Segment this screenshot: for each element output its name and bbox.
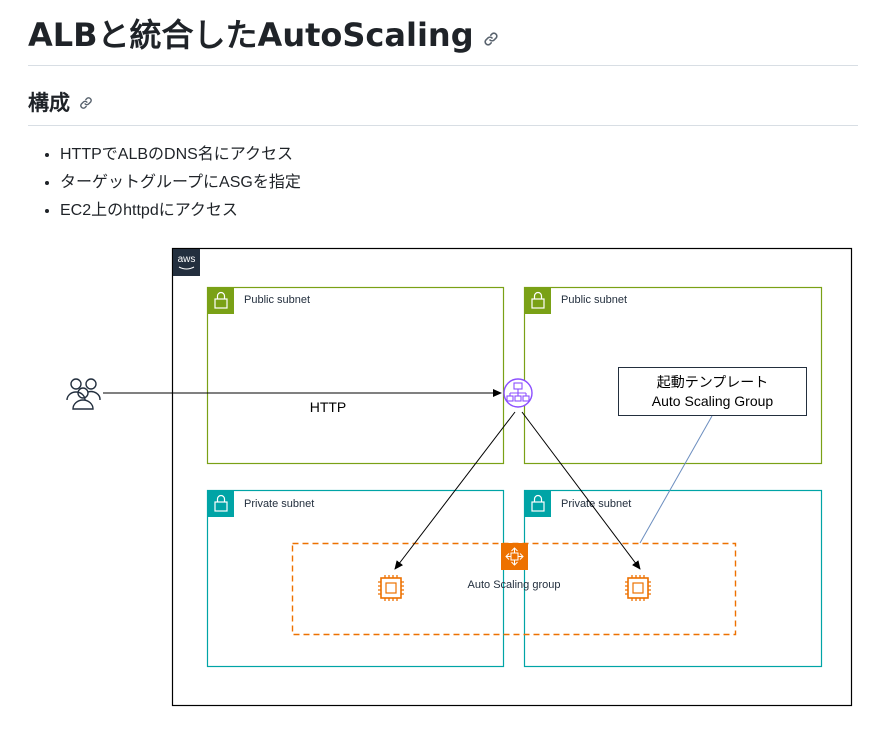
page-title: ALBと統合したAutoScaling: [28, 12, 858, 66]
note-connector: [639, 415, 713, 544]
lock-icon: [208, 288, 234, 314]
ec2-instance-icon: [625, 575, 651, 601]
public-subnet-left: [206, 286, 505, 465]
link-icon[interactable]: [78, 87, 94, 121]
private-subnet-left: [206, 489, 505, 668]
aws-logo-icon: aws: [173, 249, 200, 276]
lock-icon: [208, 491, 234, 517]
lock-icon: [525, 491, 551, 517]
private-subnet-right-label: Private subnet: [561, 498, 631, 510]
alb-icon: [503, 378, 533, 408]
launch-template-note: [618, 367, 807, 416]
list-item: ターゲットグループにASGを指定: [60, 169, 301, 197]
public-subnet-left-label: Public subnet: [244, 294, 310, 306]
svg-text:aws: aws: [178, 254, 196, 265]
ec2-instance-icon: [378, 575, 404, 601]
note-line1: 起動テンプレート: [657, 374, 769, 390]
note-line2: Auto Scaling Group: [652, 393, 774, 409]
http-label: HTTP: [310, 399, 347, 415]
public-subnet-right: [523, 286, 823, 465]
section-heading-text: 構成: [28, 91, 70, 115]
users-icon: [66, 378, 101, 410]
private-subnet-right: [523, 489, 823, 668]
lock-icon: [525, 288, 551, 314]
auto-scaling-icon: [501, 543, 528, 570]
page-title-text: ALBと統合したAutoScaling: [28, 16, 474, 54]
section-heading: 構成: [28, 86, 858, 126]
aws-cloud-frame: [171, 247, 853, 707]
public-subnet-right-label: Public subnet: [561, 294, 627, 306]
alb-to-ec2-left-arrow: [394, 411, 516, 570]
private-subnet-left-label: Private subnet: [244, 498, 314, 510]
bullet-list: HTTPでALBのDNS名にアクセス ターゲットグループにASGを指定 EC2上…: [0, 141, 301, 225]
list-item: HTTPでALBのDNS名にアクセス: [60, 141, 301, 169]
link-icon[interactable]: [482, 14, 500, 60]
auto-scaling-group-label: Auto Scaling group: [468, 579, 561, 591]
alb-to-ec2-right-arrow: [521, 411, 641, 570]
list-item: EC2上のhttpdにアクセス: [60, 197, 301, 225]
